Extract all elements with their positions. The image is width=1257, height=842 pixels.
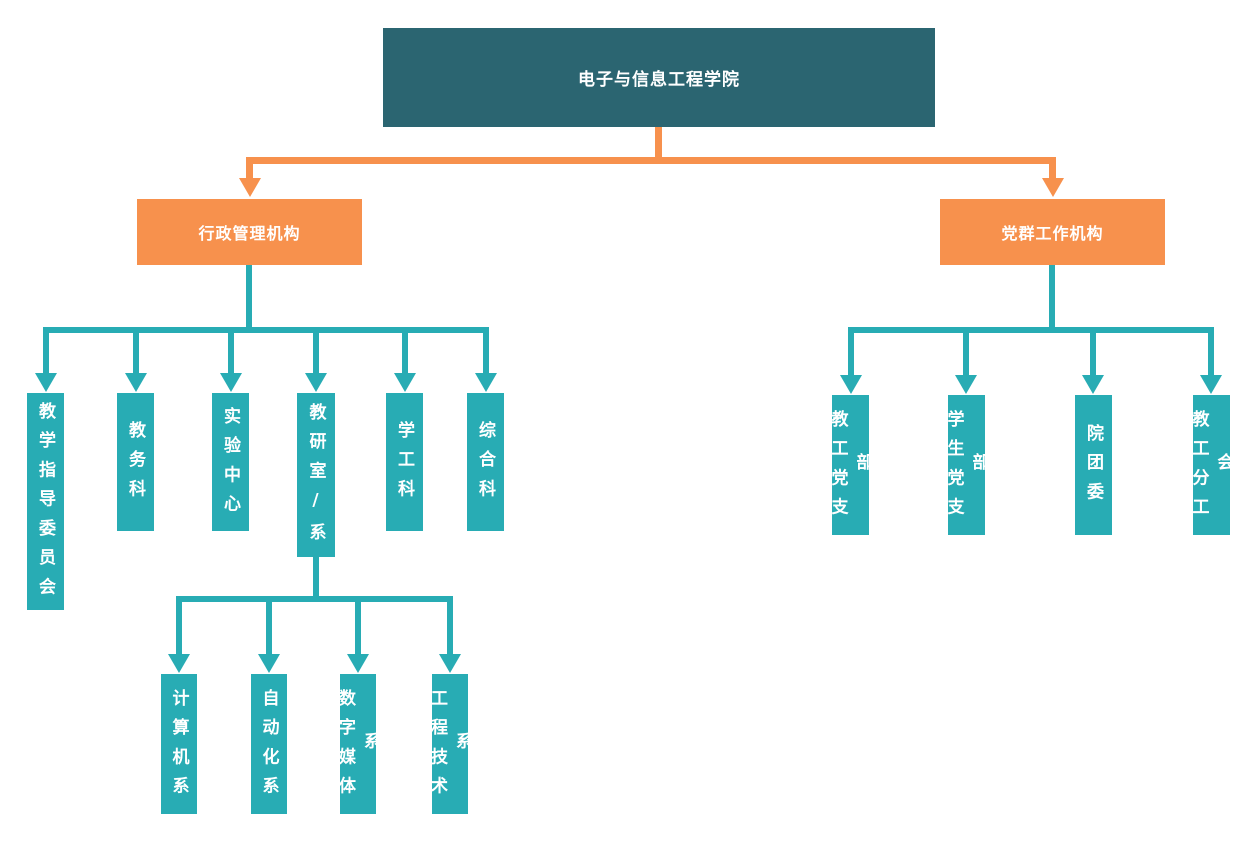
- connector-line: [176, 596, 182, 656]
- connector-arrow: [475, 373, 497, 392]
- connector-line: [43, 327, 49, 376]
- connector-line: [1049, 265, 1055, 331]
- connector-line: [228, 327, 234, 376]
- connector-arrow: [439, 654, 461, 673]
- connector-line: [848, 327, 1214, 333]
- org-node-teaching-research-office: 教研室/系: [297, 393, 335, 557]
- org-node-youth-league-committee: 院团委: [1075, 395, 1112, 535]
- connector-arrow: [394, 373, 416, 392]
- connector-arrow: [168, 654, 190, 673]
- org-node-college: 电子与信息工程学院: [383, 28, 935, 127]
- connector-arrow: [1200, 375, 1222, 394]
- connector-line: [483, 327, 489, 376]
- connector-arrow: [840, 375, 862, 394]
- org-node-computer-dept: 计算机系: [161, 674, 197, 814]
- org-node-student-affairs-section: 学工科: [386, 393, 423, 531]
- org-node-teaching-steering-committee: 教学指导委员会: [27, 393, 64, 610]
- org-node-faculty-union: 教工分工会: [1189, 395, 1234, 535]
- connector-arrow: [220, 373, 242, 392]
- connector-line: [655, 127, 662, 162]
- org-node-faculty-party-branch: 教工党支部: [828, 395, 873, 535]
- connector-line: [246, 265, 252, 331]
- org-node-experiment-center: 实验中心: [212, 393, 249, 531]
- connector-arrow: [1042, 178, 1064, 197]
- connector-line: [43, 327, 489, 333]
- connector-arrow: [305, 373, 327, 392]
- connector-line: [1049, 157, 1056, 182]
- connector-line: [266, 596, 272, 656]
- org-node-general-section: 综合科: [467, 393, 504, 531]
- connector-arrow: [125, 373, 147, 392]
- connector-arrow: [347, 654, 369, 673]
- org-node-student-party-branch: 学生党支部: [944, 395, 989, 535]
- connector-line: [402, 327, 408, 376]
- connector-arrow: [35, 373, 57, 392]
- org-node-academic-affairs-section: 教务科: [117, 393, 154, 531]
- connector-line: [313, 557, 319, 600]
- connector-line: [1208, 327, 1214, 378]
- connector-arrow: [258, 654, 280, 673]
- org-node-digital-media-dept: 数字媒体系: [335, 674, 380, 814]
- connector-line: [246, 157, 1056, 164]
- org-node-engineering-tech-dept: 工程技术系: [427, 674, 472, 814]
- connector-arrow: [955, 375, 977, 394]
- connector-line: [963, 327, 969, 378]
- connector-line: [133, 327, 139, 376]
- connector-line: [176, 596, 453, 602]
- connector-arrow: [239, 178, 261, 197]
- connector-line: [848, 327, 854, 378]
- org-node-admin-branch: 行政管理机构: [137, 199, 362, 265]
- org-node-party-branch: 党群工作机构: [940, 199, 1165, 265]
- connector-line: [246, 157, 253, 182]
- connector-line: [313, 327, 319, 376]
- org-node-automation-dept: 自动化系: [251, 674, 287, 814]
- connector-line: [355, 596, 361, 656]
- connector-line: [1090, 327, 1096, 378]
- connector-line: [447, 596, 453, 656]
- connector-arrow: [1082, 375, 1104, 394]
